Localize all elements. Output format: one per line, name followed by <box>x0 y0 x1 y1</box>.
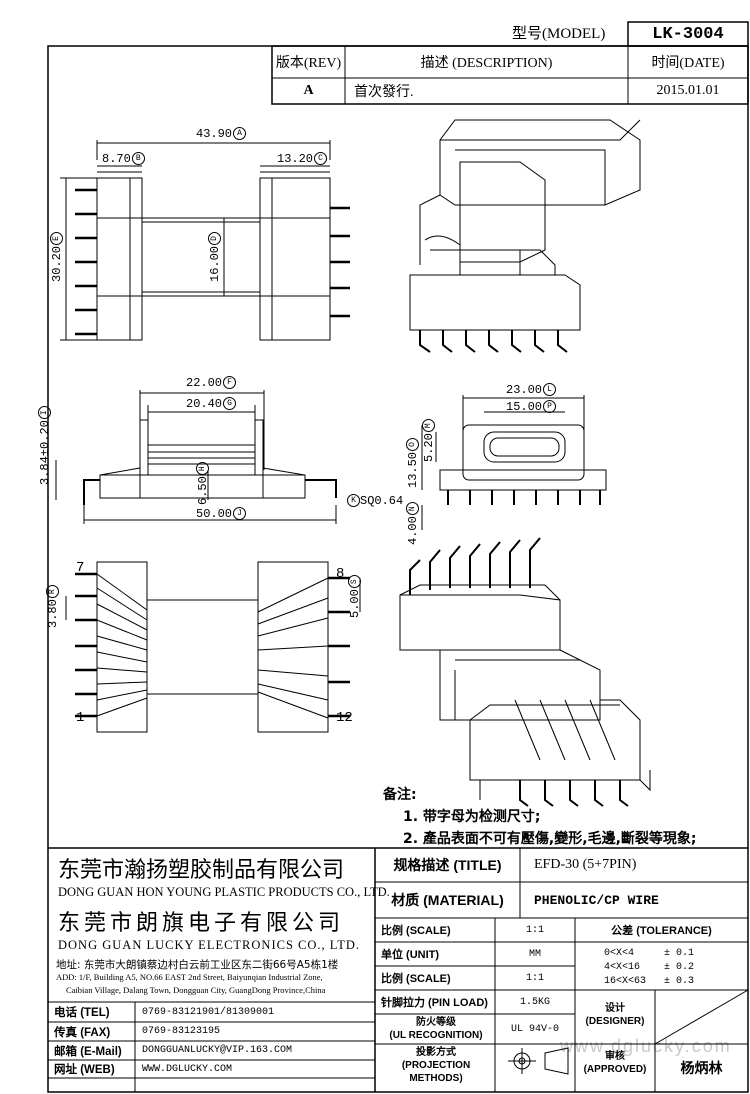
desc-col-header: 描述 (DESCRIPTION) <box>420 56 553 71</box>
dim-side-height: 3.84±0.20I <box>38 406 52 485</box>
title-value: EFD-30 (5+7PIN) <box>534 857 637 872</box>
end-view <box>421 395 607 530</box>
iso-view-top <box>409 119 641 353</box>
pinload-label: 针脚拉力 (PIN LOAD) <box>381 997 488 1009</box>
model-number: LK-3004 <box>652 24 724 44</box>
dim-end-window: 5.20M <box>422 419 436 462</box>
address-en-2: Caibian Village, Dalang Town, Dongguan C… <box>66 985 326 995</box>
dim-bottom-pitch2: 5.00S <box>348 575 362 618</box>
fax-label: 传真 (FAX) <box>54 1026 111 1039</box>
fire-label: 防火等级(UL RECOGNITION) <box>389 1017 483 1041</box>
approved-label: 审核(APPROVED) <box>583 1051 647 1075</box>
title-block-lines <box>48 847 749 1092</box>
company-name-1-en: DONG GUAN HON YOUNG PLASTIC PRODUCTS CO.… <box>58 885 390 899</box>
iso-view-bottom <box>399 537 651 807</box>
fire-value: UL 94V-0 <box>510 1023 559 1035</box>
desc-value: 首次發行. <box>354 85 414 100</box>
dim-end-pin: 4.00N <box>406 502 420 545</box>
approved-value: 杨炳林 <box>680 1060 723 1076</box>
scale-value: 1:1 <box>525 924 544 936</box>
scale2-label: 比例 (SCALE) <box>381 973 451 985</box>
web-label: 网址 (WEB) <box>54 1064 115 1076</box>
tolerance-row-1: 0<X<4 ± 0.1 <box>604 948 695 959</box>
pin-label-1: 1 <box>76 710 85 726</box>
dim-bottom-pitch: 3.80R <box>46 585 60 628</box>
scale-label: 比例 (SCALE) <box>381 925 451 937</box>
projection-label: 投影方式(PROJECTION METHODS) <box>401 1047 471 1084</box>
dim-inner: 16.00D <box>208 231 222 282</box>
email-label: 邮箱 (E-Mail) <box>54 1045 122 1058</box>
notes-line-2: 2. 產品表面不可有壓傷,變形,毛邊,斷裂等現象; <box>403 831 697 847</box>
pinload-value: 1.5KG <box>519 996 550 1008</box>
dim-end-height: 13.50O <box>406 437 420 488</box>
side-view <box>55 390 337 524</box>
date-value: 2015.01.01 <box>656 83 720 98</box>
dim-height: 30.20E <box>50 231 64 282</box>
bottom-view <box>65 561 361 733</box>
rev-value: A <box>303 83 314 98</box>
designer-label: 设计(DESIGNER) <box>585 1003 645 1027</box>
company-name-2-cn: 东莞市朗旗电子有限公司 <box>58 911 345 936</box>
address-en-1: ADD: 1/F, Building A5, NO.66 EAST 2nd St… <box>56 972 323 982</box>
address-cn: 地址: 东莞市大朗镇蔡边村白云前工业区东二街66号A5栋1楼 <box>56 959 339 971</box>
notes-title: 备注: <box>383 787 417 803</box>
tolerance-row-3: 16<X<63 ± 0.3 <box>604 976 695 987</box>
material-label: 材质 (MATERIAL) <box>391 892 504 908</box>
tolerance-row-2: 4<X<16 ± 0.2 <box>604 962 695 973</box>
model-label: 型号(MODEL) <box>512 26 606 42</box>
unit-value: MM <box>528 948 541 960</box>
tolerance-label: 公差 (TOLERANCE) <box>611 925 712 937</box>
fax-value: 0769-83123195 <box>142 1026 221 1037</box>
tel-value: 0769-83121901/81309001 <box>142 1006 275 1018</box>
pin-label-8: 8 <box>336 566 345 582</box>
pin-label-7: 7 <box>76 560 85 576</box>
tel-label: 电话 (TEL) <box>54 1007 110 1019</box>
web-value: WWW.DGLUCKY.COM <box>142 1063 233 1075</box>
email-value: DONGGUANLUCKY@VIP.163.COM <box>142 1045 293 1056</box>
unit-label: 单位 (UNIT) <box>381 949 440 961</box>
material-value: PHENOLIC/CP WIRE <box>534 892 659 908</box>
notes-line-1: 1. 带字母为检测尺寸; <box>403 809 541 825</box>
rev-col-header: 版本(REV) <box>275 56 342 71</box>
dim-side-core: 6.50H <box>196 462 210 505</box>
title-label: 规格描述 (TITLE) <box>393 857 502 873</box>
pin-label-12: 12 <box>336 710 353 726</box>
top-view <box>60 140 350 341</box>
date-col-header: 时间(DATE) <box>651 56 725 71</box>
company-name-1-cn: 东莞市瀚扬塑胶制品有限公司 <box>58 858 345 883</box>
company-name-2-en: DONG GUAN LUCKY ELECTRONICS CO., LTD. <box>58 938 361 952</box>
watermark: www.dglucky.com <box>560 1036 732 1056</box>
scale2-value: 1:1 <box>525 972 544 984</box>
